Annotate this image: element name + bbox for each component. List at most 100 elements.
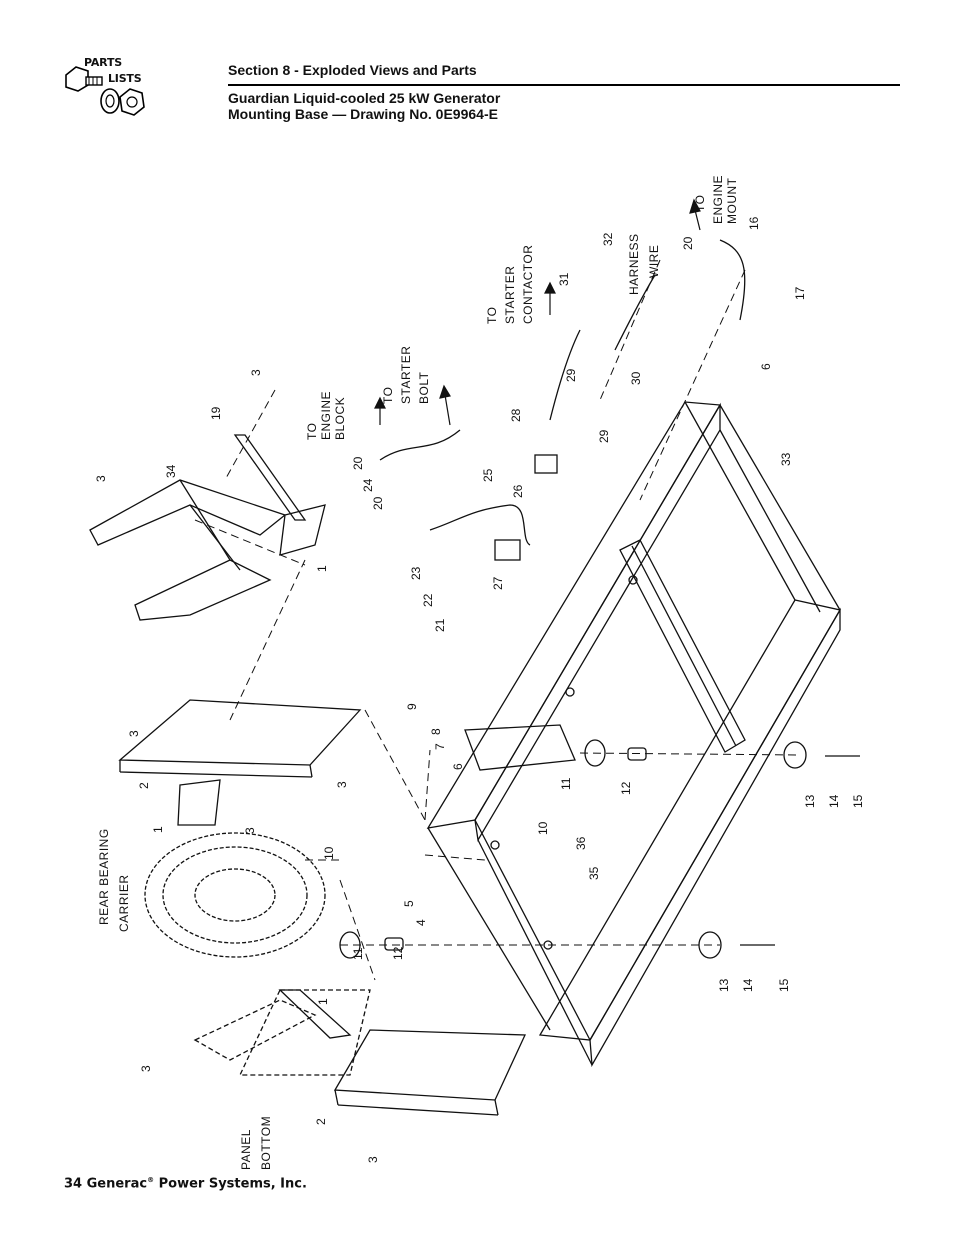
callout-21: 21: [433, 618, 447, 632]
note-engine-mount-1: TO: [693, 195, 707, 212]
panel-bottom: [238, 989, 371, 1076]
cable-24: [379, 429, 461, 461]
callout-27: 27: [491, 576, 505, 590]
note-contactor-1: TO: [485, 307, 499, 324]
callout-30: 30: [629, 371, 643, 385]
harness-wire: [614, 274, 656, 351]
callout-17: 17: [793, 286, 807, 300]
callout-34: 34: [164, 464, 178, 478]
callout-24: 24: [361, 478, 375, 492]
bracket-19: [233, 434, 307, 521]
callout-1c: 1: [316, 998, 330, 1005]
callout-2: 2: [137, 782, 151, 789]
callout-2b: 2: [314, 1118, 328, 1125]
callout-20: 20: [351, 456, 365, 470]
logo-text-lists: LISTS: [108, 72, 142, 85]
company-suffix: Power Systems, Inc.: [158, 1176, 307, 1192]
bracket-34: [89, 479, 326, 621]
company-name: Generac: [86, 1176, 148, 1192]
callout-11b: 11: [559, 777, 573, 790]
callout-3c: 3: [127, 730, 141, 737]
callout-19: 19: [209, 406, 223, 420]
callout-15b: 15: [777, 978, 791, 992]
note-starter-bolt-1: TO: [381, 387, 395, 404]
document-title: Guardian Liquid-cooled 25 kW Generator: [228, 90, 501, 106]
bracket-1-upper: [177, 779, 221, 826]
callout-31: 31: [557, 272, 571, 286]
callout-25: 25: [481, 468, 495, 482]
callout-29b: 29: [597, 429, 611, 443]
note-rear-bearing-2: CARRIER: [117, 874, 131, 932]
note-starter-bolt-3: BOLT: [417, 371, 431, 404]
support-2-lower: [333, 1029, 527, 1116]
engine-mount-bracket: [464, 724, 576, 771]
note-panel-1: PANEL: [239, 1129, 253, 1170]
callout-3: 3: [249, 369, 263, 376]
callout-3d: 3: [243, 827, 257, 834]
registered-mark: ®: [147, 1176, 155, 1184]
callout-23: 23: [409, 566, 423, 580]
callout-3f: 3: [139, 1065, 153, 1072]
note-harness-1: HARNESS: [627, 233, 641, 295]
note-engine-mount-2: ENGINE: [711, 175, 725, 224]
cable-28: [549, 329, 581, 421]
callout-11: 11: [351, 947, 365, 960]
cable-25: [429, 504, 531, 546]
note-starter-bolt-2: STARTER: [399, 346, 413, 404]
callout-36: 36: [574, 836, 588, 850]
bracket-1-lower: [278, 989, 352, 1039]
logo-text-parts: PARTS: [84, 56, 122, 69]
exploded-view-drawing: 3 19 3 34 1 3 2 1 3 3 10 5 4 11 12 3 1 2…: [89, 175, 865, 1170]
callout-1b: 1: [151, 826, 165, 833]
callout-9: 9: [405, 703, 419, 710]
section-title: Section 8 - Exploded Views and Parts: [228, 62, 477, 78]
callout-7: 7: [433, 743, 447, 750]
spacer-12-lower: [384, 937, 404, 951]
mount-13-upper: [783, 741, 807, 769]
callout-35: 35: [587, 866, 601, 880]
page-footer: 34 Generac® Power Systems, Inc.: [64, 1176, 307, 1191]
callout-4: 4: [414, 919, 428, 926]
callout-15: 15: [851, 794, 865, 808]
callout-8: 8: [429, 728, 443, 735]
callout-13b: 13: [717, 978, 731, 992]
nut-bolt-icon: [65, 66, 145, 116]
callout-3g: 3: [366, 1156, 380, 1163]
callout-14b: 14: [741, 978, 755, 992]
callout-5: 5: [402, 900, 416, 907]
callout-3b: 3: [94, 475, 108, 482]
note-engine-block-2: ENGINE: [319, 391, 333, 440]
support-2-upper: [118, 699, 362, 778]
callout-12b: 12: [619, 781, 633, 795]
callout-22: 22: [421, 593, 435, 607]
callout-6: 6: [451, 763, 465, 770]
note-rear-bearing-1: REAR BEARING: [97, 828, 111, 925]
note-contactor-2: STARTER: [503, 266, 517, 324]
callout-26: 26: [511, 484, 525, 498]
callout-16: 16: [747, 216, 761, 230]
callout-29: 29: [564, 368, 578, 382]
header-rule: [228, 84, 900, 86]
callout-6b: 6: [759, 363, 773, 370]
callout-1: 1: [315, 565, 329, 572]
callout-20b: 20: [371, 496, 385, 510]
boot-26: [534, 454, 558, 474]
drawing-title: Mounting Base — Drawing No. 0E9964-E: [228, 106, 498, 122]
callout-28: 28: [509, 408, 523, 422]
note-engine-block-3: BLOCK: [333, 397, 347, 440]
cable-16: [719, 239, 746, 321]
callout-14: 14: [827, 794, 841, 808]
note-contactor-3: CONTACTOR: [521, 245, 535, 324]
callout-12: 12: [391, 946, 405, 960]
callout-20c: 20: [681, 236, 695, 250]
callout-13: 13: [803, 794, 817, 808]
mounting-base-frame: [426, 401, 842, 1068]
note-panel-2: BOTTOM: [259, 1116, 273, 1170]
callout-33: 33: [779, 452, 793, 466]
callout-10b: 10: [536, 821, 550, 835]
callout-32: 32: [601, 232, 615, 246]
note-engine-mount-3: MOUNT: [725, 177, 739, 224]
callout-10: 10: [322, 846, 336, 860]
page-number: 34: [64, 1176, 83, 1192]
note-harness-2: WIRE: [647, 245, 661, 278]
